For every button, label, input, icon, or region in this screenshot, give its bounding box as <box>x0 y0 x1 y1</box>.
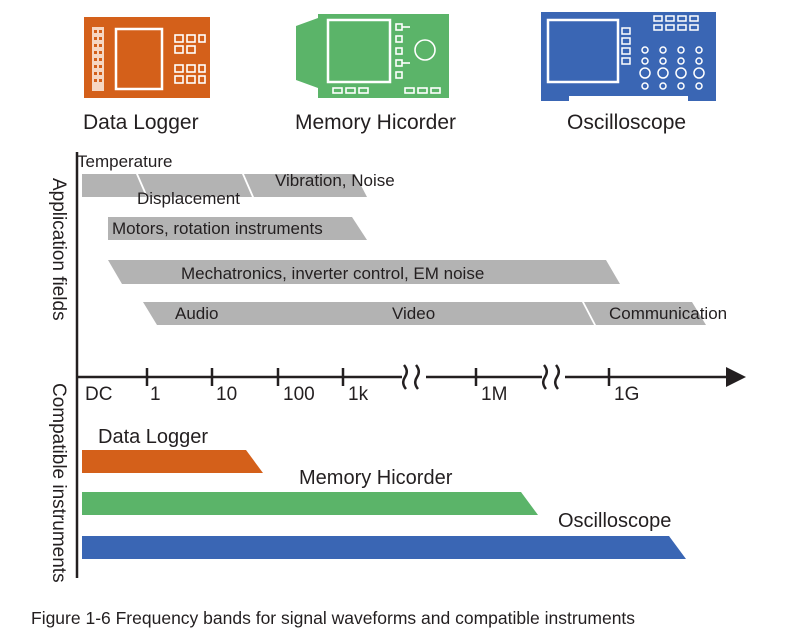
tick-label-1m: 1M <box>481 384 508 405</box>
band-displacement <box>138 174 252 197</box>
label-temperature: Temperature <box>77 152 173 171</box>
memory-hicorder-title: Memory Hicorder <box>295 111 457 134</box>
band-memory-hicorder <box>82 492 538 515</box>
memory-hicorder-device-icon <box>296 14 449 98</box>
tick-label-1g: 1G <box>614 384 640 405</box>
band-communication <box>584 302 706 325</box>
band-vibration <box>244 174 367 197</box>
label-oscilloscope-band: Oscilloscope <box>558 510 672 532</box>
band-mechatronics <box>108 260 620 284</box>
label-audio: Audio <box>175 304 219 323</box>
band-temperature <box>82 174 146 197</box>
label-mechatronics: Mechatronics, inverter control, EM noise <box>181 264 485 283</box>
axis-arrowhead-icon <box>726 367 746 387</box>
band-audio-video <box>143 302 594 325</box>
oscilloscope-title: Oscilloscope <box>567 111 687 134</box>
label-displacement: Displacement <box>137 189 240 208</box>
frequency-axis <box>78 364 732 390</box>
label-vibration-noise: Vibration, Noise <box>275 171 395 190</box>
tick-label-10: 10 <box>216 384 238 405</box>
tick-label-1k: 1k <box>348 384 369 405</box>
data-logger-title: Data Logger <box>83 111 199 134</box>
data-logger-device-icon <box>84 17 210 98</box>
figure-caption: Figure 1-6 Frequency bands for signal wa… <box>31 608 636 628</box>
band-oscilloscope <box>82 536 686 559</box>
compatible-instruments-label: Compatible instruments <box>48 383 69 583</box>
oscilloscope-device-icon <box>541 12 716 101</box>
application-bands <box>82 174 706 325</box>
tick-label-1: 1 <box>150 384 161 405</box>
application-fields-label: Application fields <box>48 178 69 321</box>
label-video: Video <box>392 304 436 323</box>
band-data-logger <box>82 450 263 473</box>
tick-label-dc: DC <box>85 384 113 405</box>
tick-label-100: 100 <box>283 384 315 405</box>
label-data-logger-band: Data Logger <box>98 426 209 448</box>
label-motors: Motors, rotation instruments <box>112 219 323 238</box>
band-motors <box>108 217 367 240</box>
label-communication: Communication <box>609 304 728 323</box>
label-memory-hicorder-band: Memory Hicorder <box>299 467 453 489</box>
